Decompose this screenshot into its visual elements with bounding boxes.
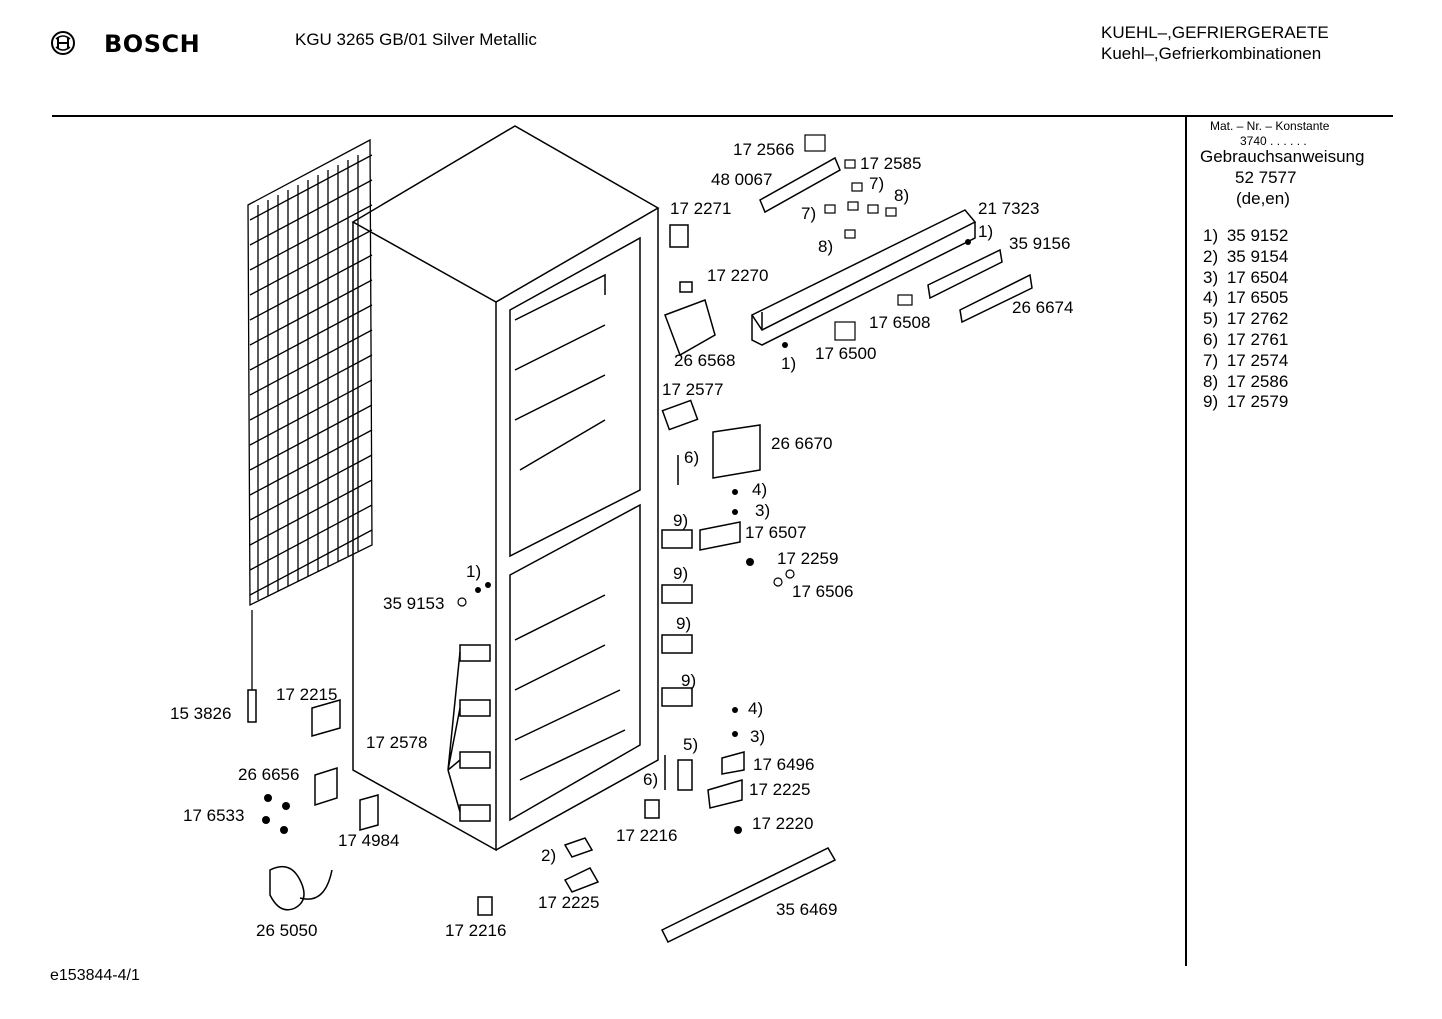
callout-172225a: 17 2225 — [749, 780, 811, 799]
callout-172216a: 17 2216 — [616, 826, 678, 845]
bosch-logo-icon — [50, 30, 76, 60]
part-number: 17 2574 — [1222, 350, 1289, 370]
part-number: 17 2761 — [1222, 329, 1289, 349]
model-title: KGU 3265 GB/01 Silver Metallic — [295, 30, 537, 49]
callout-9d: 9) — [681, 671, 697, 690]
callout-265050: 26 5050 — [256, 921, 318, 940]
callout-359156: 35 9156 — [1009, 234, 1071, 253]
part-ref: 5) — [1203, 309, 1219, 329]
callout-5: 5) — [683, 735, 699, 754]
brand-name: BOSCH — [104, 30, 201, 58]
callout-176500: 17 6500 — [815, 344, 877, 363]
parts-list-row: 8) 17 2586 — [1203, 372, 1288, 393]
parts-list-row: 5) 17 2762 — [1203, 309, 1288, 330]
callout-176533: 17 6533 — [183, 806, 245, 825]
callout-176496: 17 6496 — [753, 755, 815, 774]
callout-176508: 17 6508 — [869, 313, 931, 332]
callout-1c: 1) — [466, 562, 482, 581]
drawing-id: e153844-4/1 — [50, 967, 140, 984]
screws — [262, 239, 971, 834]
part-number: 17 6504 — [1222, 267, 1289, 287]
part-number: 17 2579 — [1222, 392, 1289, 412]
part-ref: 8) — [1203, 371, 1219, 391]
callout-359153: 35 9153 — [383, 594, 445, 613]
callout-172220: 17 2220 — [752, 814, 814, 833]
callout-9b: 9) — [673, 564, 689, 583]
callout-172578: 17 2578 — [366, 733, 428, 752]
callout-174984: 17 4984 — [338, 831, 400, 850]
callout-172216b: 17 2216 — [445, 921, 507, 940]
callout-6b: 6) — [643, 770, 659, 789]
manual-number: 52 7577 — [1235, 168, 1297, 187]
callout-172271: 17 2271 — [670, 199, 732, 218]
condenser-coil — [247, 138, 373, 690]
callout-3b: 3) — [750, 727, 766, 746]
callout-4a: 4) — [752, 480, 768, 499]
callout-176506: 17 6506 — [792, 582, 854, 601]
callout-172225b: 17 2225 — [538, 893, 600, 912]
parts-list-row: 7) 17 2574 — [1203, 351, 1288, 372]
callout-8a: 8) — [894, 186, 910, 205]
callout-356469: 35 6469 — [776, 900, 838, 919]
part-ref: 4) — [1203, 288, 1219, 308]
parts-list-row: 9) 17 2579 — [1203, 392, 1288, 413]
parts-list-row: 6) 17 2761 — [1203, 330, 1288, 351]
callout-480067: 48 0067 — [711, 170, 773, 189]
callout-8b: 8) — [818, 237, 834, 256]
callout-172270: 17 2270 — [707, 266, 769, 285]
part-ref: 9) — [1203, 392, 1219, 412]
manual-langs: (de,en) — [1236, 189, 1290, 208]
callout-1b: 1) — [781, 354, 797, 373]
callout-4b: 4) — [748, 699, 764, 718]
callout-2: 2) — [541, 846, 557, 865]
control-panel — [664, 156, 1033, 479]
callout-172215: 17 2215 — [276, 685, 338, 704]
callout-172259: 17 2259 — [777, 549, 839, 568]
callout-176507: 17 6507 — [745, 523, 807, 542]
callout-266674: 26 6674 — [1012, 298, 1074, 317]
part-number: 35 9154 — [1222, 246, 1289, 266]
part-number: 17 2762 — [1222, 309, 1289, 329]
callout-3a: 3) — [755, 501, 771, 520]
part-ref: 3) — [1203, 267, 1219, 287]
callout-266670: 26 6670 — [771, 434, 833, 453]
door-pins — [447, 224, 699, 916]
part-ref: 1) — [1203, 226, 1219, 245]
callout-9c: 9) — [676, 614, 692, 633]
cabinet — [351, 125, 660, 852]
base-parts — [247, 521, 837, 944]
parts-list-row: 1) 35 9152 — [1203, 226, 1288, 247]
category-line-1: KUEHL–,GEFRIERGERAETE — [1101, 23, 1329, 42]
category-line-2: Kuehl–,Gefrierkombinationen — [1101, 44, 1322, 63]
part-number: 17 2586 — [1222, 371, 1289, 391]
parts-list-row: 3) 17 6504 — [1203, 268, 1288, 289]
callout-172577: 17 2577 — [662, 380, 724, 399]
manual-label: Gebrauchsanweisung — [1200, 147, 1365, 166]
part-number: 17 6505 — [1222, 288, 1289, 308]
part-ref: 6) — [1203, 329, 1219, 349]
part-number: 35 9152 — [1222, 226, 1289, 245]
callout-266656: 26 6656 — [238, 765, 300, 784]
callout-6a: 6) — [684, 448, 700, 467]
part-ref: 7) — [1203, 350, 1219, 370]
callout-7a: 7) — [869, 174, 885, 193]
callout-266568: 26 6568 — [674, 351, 736, 370]
callout-172585: 17 2585 — [860, 154, 922, 173]
parts-list-row: 2) 35 9154 — [1203, 247, 1288, 268]
callout-7b: 7) — [801, 204, 817, 223]
callout-153826: 15 3826 — [170, 704, 232, 723]
callout-1a: 1) — [978, 222, 994, 241]
part-ref: 2) — [1203, 246, 1219, 266]
mat-nr-value: 3740 . . . . . . — [1240, 134, 1307, 148]
callout-9a: 9) — [673, 511, 689, 530]
callout-217323: 21 7323 — [978, 199, 1040, 218]
parts-list-row: 4) 17 6505 — [1203, 288, 1288, 309]
callout-172566: 17 2566 — [733, 140, 795, 159]
small-clips — [457, 134, 913, 607]
mat-nr-label: Mat. – Nr. – Konstante — [1210, 119, 1330, 133]
